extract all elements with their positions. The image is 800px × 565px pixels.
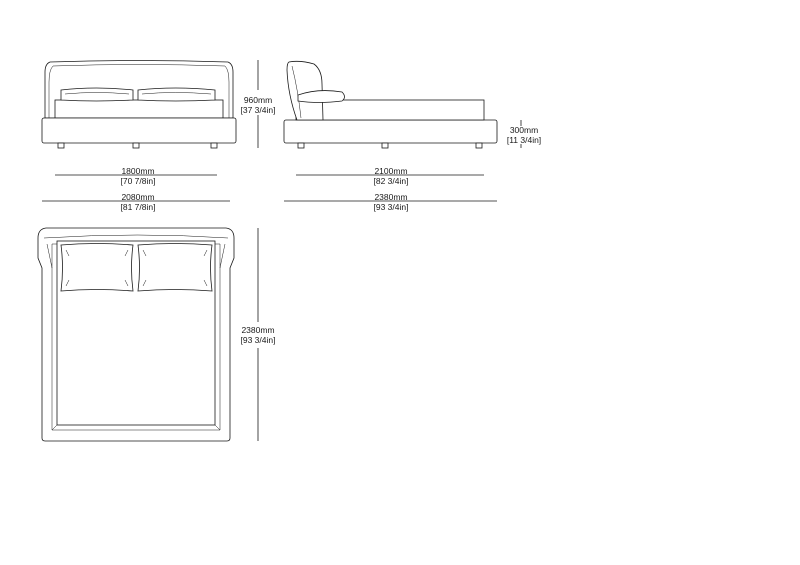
side-view: 300mm [11 3/4in] 2100mm [82 3/4in] 2380m… (283, 60, 541, 212)
front-pillow-right (137, 87, 216, 102)
front-mattress (54, 99, 224, 119)
top-pillow-left (60, 243, 134, 292)
side-overall-length-mm: 2380mm (374, 192, 407, 202)
side-foot-left (297, 142, 305, 149)
side-mattress (295, 99, 485, 121)
front-overall-width-mm: 2080mm (121, 192, 154, 202)
side-foot-right (475, 142, 483, 149)
front-pillow-left (60, 87, 134, 102)
front-view: 960mm [37 3/4in] 1800mm [70 7/8in] 2080m… (41, 60, 276, 212)
side-foot-center (381, 142, 389, 149)
side-overall-length-in: [93 3/4in] (374, 202, 409, 212)
side-length-mm: 2100mm (374, 166, 407, 176)
side-headboard (286, 60, 324, 121)
side-base (283, 119, 498, 144)
front-base (41, 117, 237, 144)
front-width-in: [70 7/8in] (121, 176, 156, 186)
front-foot-left (57, 142, 65, 149)
front-foot-right (210, 142, 218, 149)
top-length-in: [93 3/4in] (241, 335, 276, 345)
front-height-in: [37 3/4in] (241, 105, 276, 115)
top-view: 2380mm [93 3/4in] (37, 227, 276, 442)
side-base-height-in: [11 3/4in] (507, 135, 541, 145)
front-foot-center (132, 142, 140, 149)
front-height-mm: 960mm (244, 95, 272, 105)
side-pillow (297, 90, 345, 103)
front-width-mm: 1800mm (121, 166, 154, 176)
side-length-in: [82 3/4in] (374, 176, 409, 186)
top-pillow-right (137, 243, 213, 292)
side-base-height-mm: 300mm (510, 125, 538, 135)
top-length-mm: 2380mm (241, 325, 274, 335)
front-overall-width-in: [81 7/8in] (121, 202, 156, 212)
